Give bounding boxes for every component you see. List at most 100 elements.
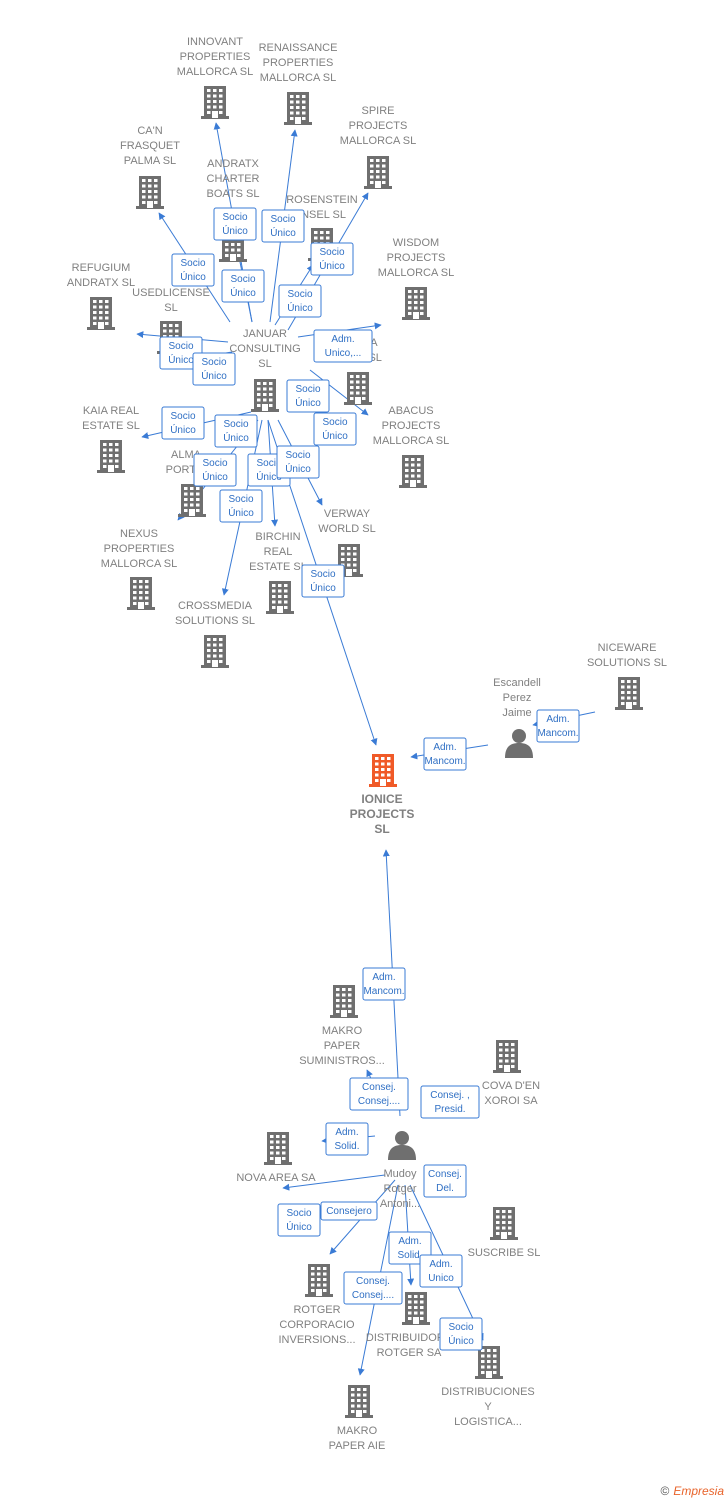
ionice-label-line: SL xyxy=(374,822,389,836)
nexus-building-icon[interactable] xyxy=(127,577,155,610)
na_s-building-icon[interactable] xyxy=(344,372,372,405)
niceware-building-icon[interactable] xyxy=(615,677,643,710)
ionice-building-icon[interactable] xyxy=(369,754,397,787)
abacus-building-icon[interactable] xyxy=(399,455,427,488)
relations-layer: SocioÚnicoSocioÚnicoSocioÚnicoSocioÚnico… xyxy=(159,207,580,1351)
relation-label: Del. xyxy=(436,1183,454,1194)
relation-label: Consejero xyxy=(326,1206,372,1217)
usedlicense-label-line: SL xyxy=(164,302,177,314)
suscribe-label: SUSCRIBE SL xyxy=(468,1247,541,1259)
relation-label: Único xyxy=(223,431,249,444)
mudoy-person-icon[interactable] xyxy=(388,1131,416,1160)
refugium-building-icon[interactable] xyxy=(87,297,115,330)
can_frasquet-building-icon[interactable] xyxy=(136,176,164,209)
abacus-label-line: PROJECTS xyxy=(382,420,441,432)
makro_paper_aie-building-icon[interactable] xyxy=(345,1385,373,1418)
distribuciones-label-line: LOGISTICA... xyxy=(454,1416,522,1428)
abacus-label-line: ABACUS xyxy=(388,405,433,417)
nova_area-building-icon[interactable] xyxy=(264,1132,292,1165)
relation-box-6[interactable]: Adm.Unico,... xyxy=(313,329,373,363)
cova_den-label-line: XOROI SA xyxy=(484,1095,538,1107)
cova_den-building-icon[interactable] xyxy=(493,1040,521,1073)
relation-label: Adm. xyxy=(372,972,395,983)
spire-building-icon[interactable] xyxy=(364,156,392,189)
mudoy-label-line: Rotger xyxy=(383,1183,416,1195)
escandell-label-line: Jaime xyxy=(502,707,531,719)
distribuidora_rotger-label-line: ROTGER SA xyxy=(377,1347,442,1359)
rotger_corp-building-icon[interactable] xyxy=(305,1264,333,1297)
distribuidora_rotger-building-icon[interactable] xyxy=(402,1292,430,1325)
abacus-label: ABACUS PROJECTS MALLORCA SL xyxy=(373,405,449,447)
makro_paper_aie-label-line: PAPER AIE xyxy=(329,1440,386,1452)
nexus-label-line: MALLORCA SL xyxy=(101,558,177,570)
renaissance-building-icon[interactable] xyxy=(284,92,312,125)
nexus-label-line: NEXUS xyxy=(120,528,158,540)
relation-label: Solid. xyxy=(334,1141,359,1152)
relation-box-20[interactable]: Adm.Mancom. xyxy=(362,967,406,1001)
rotger_corp-label-line: ROTGER xyxy=(293,1304,340,1316)
alma_portix-building-icon[interactable] xyxy=(178,484,206,517)
januar-building-icon[interactable] xyxy=(251,379,279,412)
ionice-label-line: PROJECTS xyxy=(350,807,415,821)
footer-brand[interactable]: ©Empresia xyxy=(660,1484,724,1498)
wisdom-label-line: MALLORCA SL xyxy=(378,267,454,279)
relation-box-29[interactable]: Consej.Consej.... xyxy=(343,1271,403,1305)
relation-label: Socio xyxy=(256,458,281,469)
crossmedia-building-icon[interactable] xyxy=(201,635,229,668)
relation-box-22[interactable]: Consej. ,Presid. xyxy=(420,1085,480,1119)
distribuciones-building-icon[interactable] xyxy=(475,1346,503,1379)
relation-box-18[interactable]: Adm.Mancom. xyxy=(536,709,580,743)
escandell-person-icon[interactable] xyxy=(505,729,533,758)
relation-label: Socio xyxy=(202,458,227,469)
relation-box-19[interactable]: Adm.Mancom. xyxy=(423,737,467,771)
relation-box-26[interactable]: Consejero xyxy=(320,1201,378,1221)
makro_paper_sum-building-icon[interactable] xyxy=(330,985,358,1018)
kaia-building-icon[interactable] xyxy=(97,440,125,473)
niceware-label-line: SOLUTIONS SL xyxy=(587,657,667,669)
wisdom-building-icon[interactable] xyxy=(402,287,430,320)
relation-box-24[interactable]: Consej.Del. xyxy=(423,1164,467,1198)
relation-label: Único xyxy=(168,353,194,366)
escandell-label-line: Perez xyxy=(503,692,532,704)
relation-box-28[interactable]: Adm.Unico xyxy=(419,1254,463,1288)
suscribe-building-icon[interactable] xyxy=(490,1207,518,1240)
birchin-building-icon[interactable] xyxy=(266,581,294,614)
nexus-label-line: PROPERTIES xyxy=(104,543,175,555)
abacus-label-line: MALLORCA SL xyxy=(373,435,449,447)
innovant-building-icon[interactable] xyxy=(201,86,229,119)
relation-label: Único xyxy=(228,506,254,519)
relation-box-21[interactable]: Consej.Consej.... xyxy=(349,1077,409,1111)
relation-box-23[interactable]: Adm.Solid. xyxy=(325,1122,369,1156)
relation-label: Socio xyxy=(230,274,255,285)
relation-label: Único xyxy=(270,226,296,239)
